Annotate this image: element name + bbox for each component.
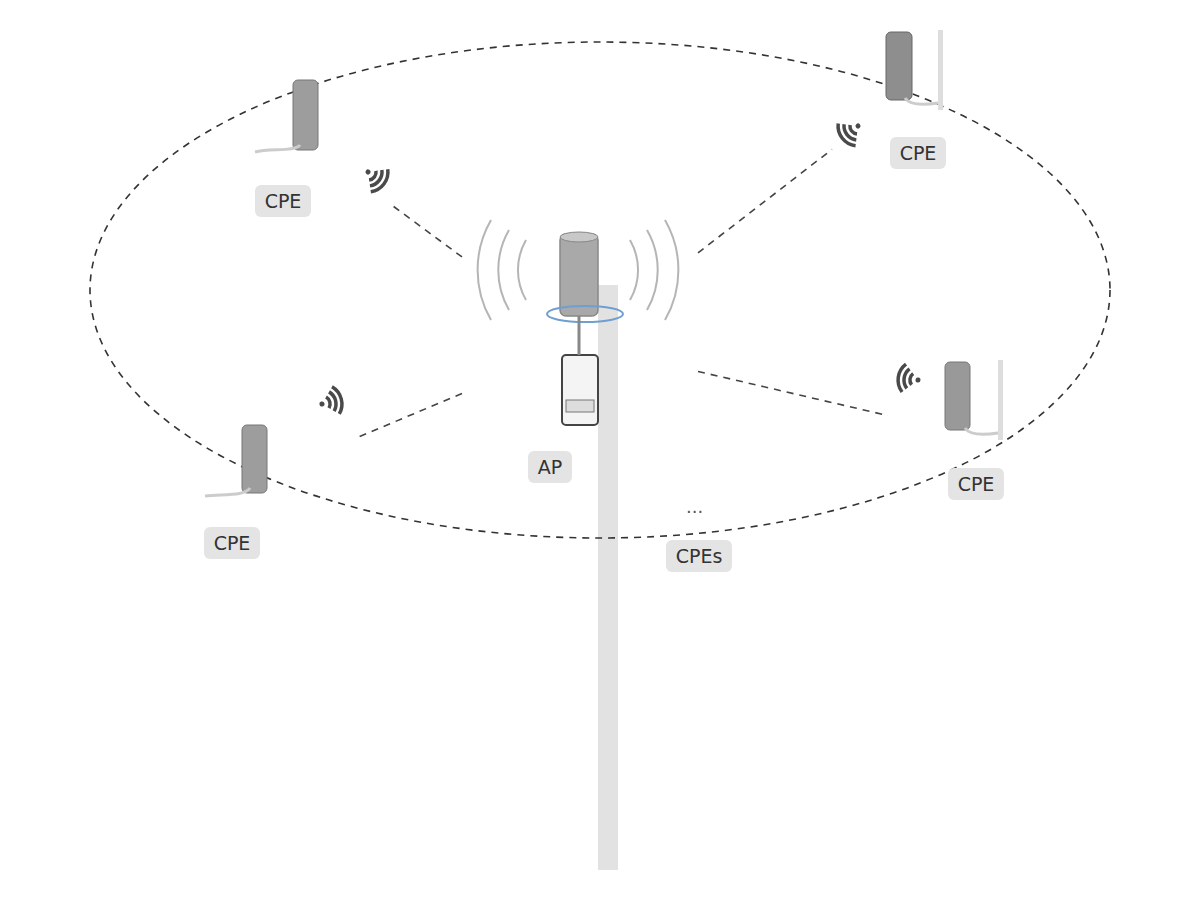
device-label: CPE — [255, 185, 312, 217]
cpe-device — [255, 80, 318, 152]
device-label: CPE — [948, 468, 1005, 500]
device-label: CPEs — [666, 540, 733, 572]
device-node: CPE — [240, 75, 390, 222]
wireless-link — [390, 204, 462, 257]
pole — [598, 285, 618, 870]
device-node: CPE — [195, 382, 355, 562]
device-node: CPE — [888, 356, 1012, 504]
device-node: AP — [462, 198, 698, 490]
coverage-area — [90, 42, 1110, 538]
cpe-device — [205, 425, 267, 496]
ap-device — [547, 232, 623, 425]
cpe-device — [945, 360, 1003, 440]
wireless-link — [698, 149, 832, 252]
device-label: AP — [528, 451, 572, 483]
radio-waves — [478, 220, 679, 320]
ellipsis-label: ... — [686, 496, 703, 517]
wifi-icon — [316, 113, 923, 418]
cpe-device — [886, 30, 943, 110]
device-label: CPE — [204, 527, 261, 559]
wireless-link — [355, 394, 462, 439]
device-label: CPE — [890, 137, 947, 169]
device-node: CPEs — [655, 536, 745, 576]
wireless-link — [698, 371, 888, 415]
device-node: CPE — [832, 28, 960, 172]
